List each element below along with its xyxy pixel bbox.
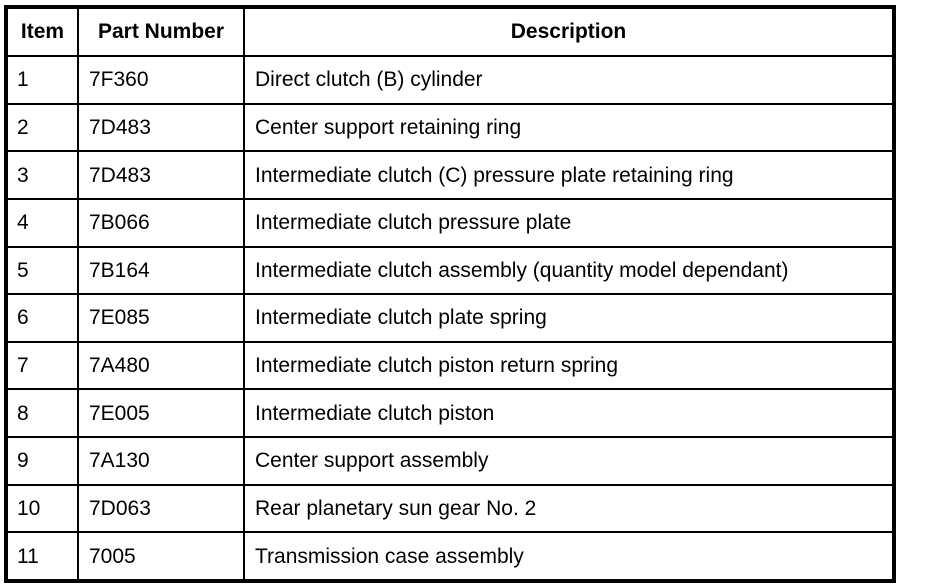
cell-description: Intermediate clutch assembly (quantity m… — [243, 245, 895, 296]
cell-part-number: 7A480 — [77, 340, 245, 391]
cell-part-number: 7E005 — [77, 388, 245, 438]
cell-item: 4 — [5, 197, 79, 248]
cell-description: Intermediate clutch (C) pressure plate r… — [243, 150, 895, 200]
cell-item: 6 — [5, 293, 79, 343]
table-header: Item Part Number Description — [5, 6, 895, 57]
cell-part-number: 7D063 — [77, 483, 245, 534]
cell-description: Direct clutch (B) cylinder — [243, 55, 895, 105]
cell-description: Rear planetary sun gear No. 2 — [243, 483, 895, 534]
cell-part-number: 7B066 — [77, 197, 245, 248]
cell-description: Intermediate clutch piston — [243, 388, 895, 438]
cell-part-number: 7005 — [77, 531, 245, 582]
cell-description: Center support assembly — [243, 436, 895, 486]
cell-description: Intermediate clutch piston return spring — [243, 340, 895, 391]
cell-description: Center support retaining ring — [243, 102, 895, 153]
column-header-part-number: Part Number — [77, 6, 245, 57]
cell-part-number: 7A130 — [77, 436, 245, 486]
cell-item: 9 — [5, 436, 79, 486]
cell-part-number: 7E085 — [77, 293, 245, 343]
cell-item: 2 — [5, 102, 79, 153]
cell-item: 11 — [5, 531, 79, 582]
column-header-item: Item — [5, 6, 79, 57]
cell-description: Transmission case assembly — [243, 531, 895, 582]
table-header-row: Item Part Number Description — [5, 6, 895, 57]
cell-description: Intermediate clutch plate spring — [243, 293, 895, 343]
cell-item: 10 — [5, 483, 79, 534]
cell-item: 1 — [5, 55, 79, 105]
cell-part-number: 7F360 — [77, 55, 245, 105]
column-header-description: Description — [243, 6, 895, 57]
cell-item: 7 — [5, 340, 79, 391]
cell-description: Intermediate clutch pressure plate — [243, 197, 895, 248]
cell-part-number: 7D483 — [77, 150, 245, 200]
cell-item: 8 — [5, 388, 79, 438]
cell-item: 3 — [5, 150, 79, 200]
cell-item: 5 — [5, 245, 79, 296]
cell-part-number: 7B164 — [77, 245, 245, 296]
cell-part-number: 7D483 — [77, 102, 245, 153]
